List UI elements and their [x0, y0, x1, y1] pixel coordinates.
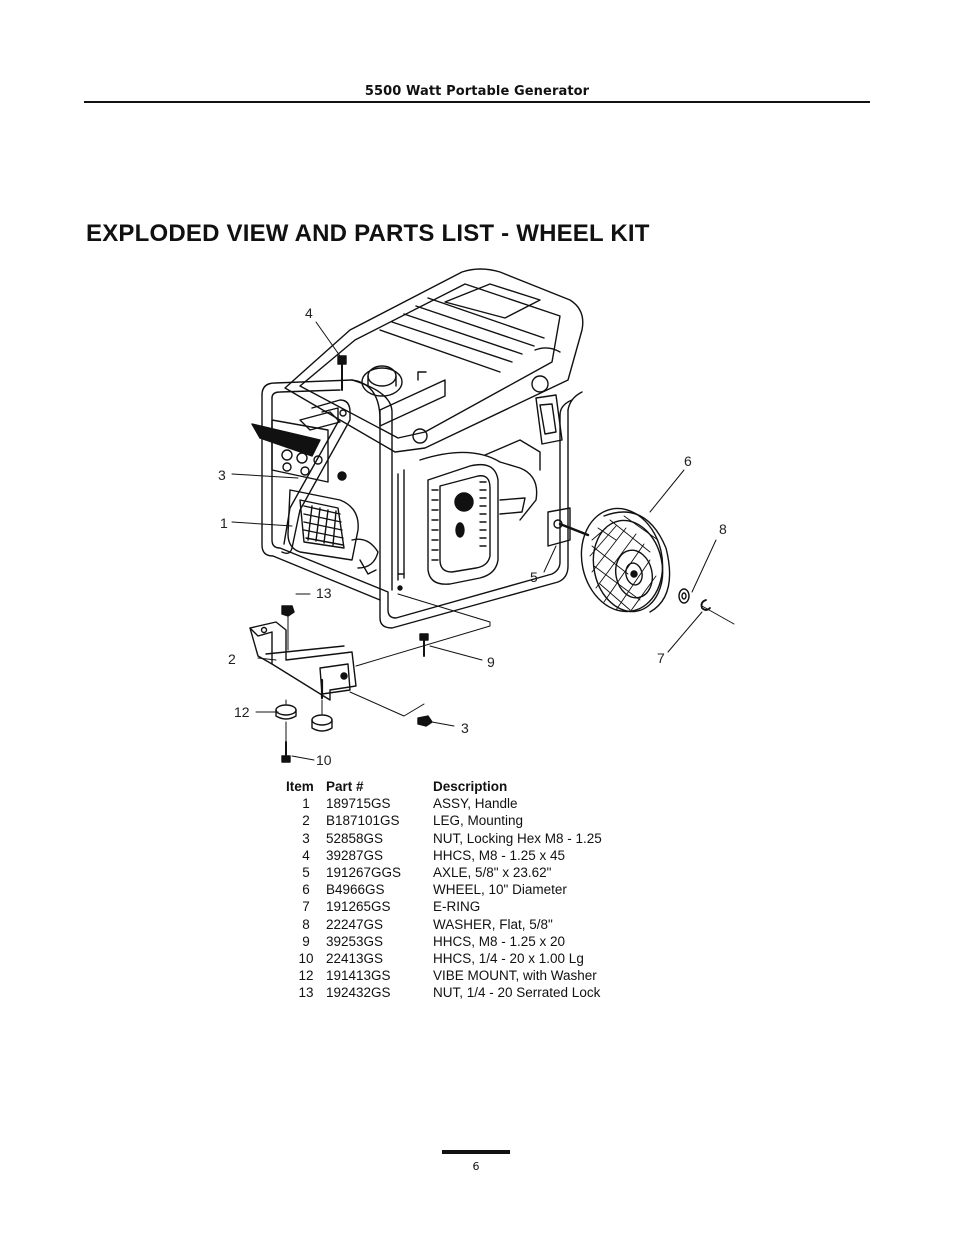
part-number: 39287GS	[326, 847, 384, 863]
callout-6: 6	[684, 453, 692, 469]
part-number: B187101GS	[326, 813, 400, 829]
col-header-item: Item	[286, 779, 314, 794]
part-number: B4966GS	[326, 882, 385, 898]
part-number: 192432GS	[326, 985, 391, 1001]
callout-7: 7	[657, 650, 665, 666]
table-row: 6 B4966GS WHEEL, 10" Diameter	[286, 881, 602, 898]
table-row: 13 192432GS NUT, 1/4 - 20 Serrated Lock	[286, 984, 602, 1001]
table-row: 2 B187101GS LEG, Mounting	[286, 812, 602, 829]
page-number: 6	[472, 1160, 480, 1173]
generator-frame	[261, 379, 583, 629]
hardware	[275, 355, 433, 763]
part-number: 39253GS	[326, 933, 384, 949]
part-description: HHCS, M8 - 1.25 x 20	[433, 933, 566, 949]
item-number: 1	[302, 796, 310, 812]
exploded-view-figure: 4 3 1 13 2 12 10 9 3 5 6 8 7	[218, 268, 735, 768]
callout-8: 8	[719, 521, 727, 537]
engine	[287, 394, 563, 575]
item-number: 3	[302, 830, 310, 846]
table-row: 1 189715GS ASSY, Handle	[286, 795, 602, 812]
axle	[547, 507, 590, 547]
table-row: 10 22413GS HHCS, 1/4 - 20 x 1.00 Lg	[286, 950, 602, 967]
callout-1: 1	[220, 515, 228, 531]
item-number: 7	[302, 899, 310, 915]
part-description: WASHER, Flat, 5/8"	[433, 916, 553, 932]
col-header-part: Part #	[326, 779, 364, 794]
part-number: 191413GS	[326, 968, 391, 984]
part-number: 191267GGS	[326, 865, 402, 881]
part-description: LEG, Mounting	[433, 813, 524, 829]
table-row: 8 22247GS WASHER, Flat, 5/8"	[286, 916, 602, 933]
table-row: 3 52858GS NUT, Locking Hex M8 - 1.25	[286, 830, 602, 847]
part-number: 22413GS	[326, 951, 384, 967]
part-description: NUT, Locking Hex M8 - 1.25	[433, 830, 602, 846]
callout-13: 13	[316, 585, 332, 601]
item-number: 2	[302, 813, 310, 829]
table-row: 12 191413GS VIBE MOUNT, with Washer	[286, 967, 602, 984]
fuel-tank	[284, 268, 584, 453]
col-header-description: Description	[433, 779, 508, 794]
part-description: ASSY, Handle	[433, 796, 518, 812]
wheel	[580, 507, 671, 613]
callout-9: 9	[487, 654, 495, 670]
table-row: 5 191267GGS AXLE, 5/8" x 23.62"	[286, 864, 602, 881]
item-number: 6	[302, 882, 310, 898]
footer-bar	[442, 1150, 510, 1154]
part-number: 52858GS	[326, 830, 384, 846]
item-number: 4	[302, 847, 310, 863]
callouts: 4 3 1 13 2 12 10 9 3 5 6 8 7	[218, 305, 727, 768]
part-number: 22247GS	[326, 916, 384, 932]
part-description: WHEEL, 10" Diameter	[433, 882, 567, 898]
part-description: VIBE MOUNT, with Washer	[433, 968, 597, 984]
header-rule	[84, 101, 870, 103]
page-title: EXPLODED VIEW AND PARTS LIST - WHEEL KIT	[86, 220, 650, 247]
muffler-cover	[397, 463, 499, 591]
leader-lines	[231, 321, 735, 761]
table-row: 9 39253GS HHCS, M8 - 1.25 x 20	[286, 933, 602, 950]
callout-4: 4	[305, 305, 313, 321]
callout-12: 12	[234, 704, 250, 720]
control-panel	[251, 419, 329, 483]
parts-list-table: Item Part # Description 1 189715GS ASSY,…	[286, 778, 602, 1002]
part-description: NUT, 1/4 - 20 Serrated Lock	[433, 985, 601, 1001]
part-description: HHCS, M8 - 1.25 x 45	[433, 847, 566, 863]
callout-3: 3	[218, 467, 226, 483]
item-number: 8	[302, 916, 310, 932]
parts-table-header: Item Part # Description	[286, 778, 602, 795]
item-number: 10	[298, 951, 314, 967]
callout-5: 5	[530, 569, 538, 585]
callout-3b: 3	[461, 720, 469, 736]
mounting-leg	[249, 621, 357, 701]
part-number: 191265GS	[326, 899, 391, 915]
washer-and-e-ring	[678, 588, 711, 611]
part-description: HHCS, 1/4 - 20 x 1.00 Lg	[433, 951, 584, 967]
part-description: E-RING	[433, 899, 481, 915]
callout-2: 2	[228, 651, 236, 667]
part-number: 189715GS	[326, 796, 391, 812]
item-number: 13	[298, 985, 314, 1001]
table-row: 7 191265GS E-RING	[286, 898, 602, 915]
callout-10: 10	[316, 752, 332, 768]
item-number: 12	[298, 968, 314, 984]
part-description: AXLE, 5/8" x 23.62"	[433, 865, 552, 881]
item-number: 9	[302, 933, 310, 949]
running-header: 5500 Watt Portable Generator	[364, 84, 590, 99]
item-number: 5	[302, 865, 310, 881]
table-row: 4 39287GS HHCS, M8 - 1.25 x 45	[286, 847, 602, 864]
